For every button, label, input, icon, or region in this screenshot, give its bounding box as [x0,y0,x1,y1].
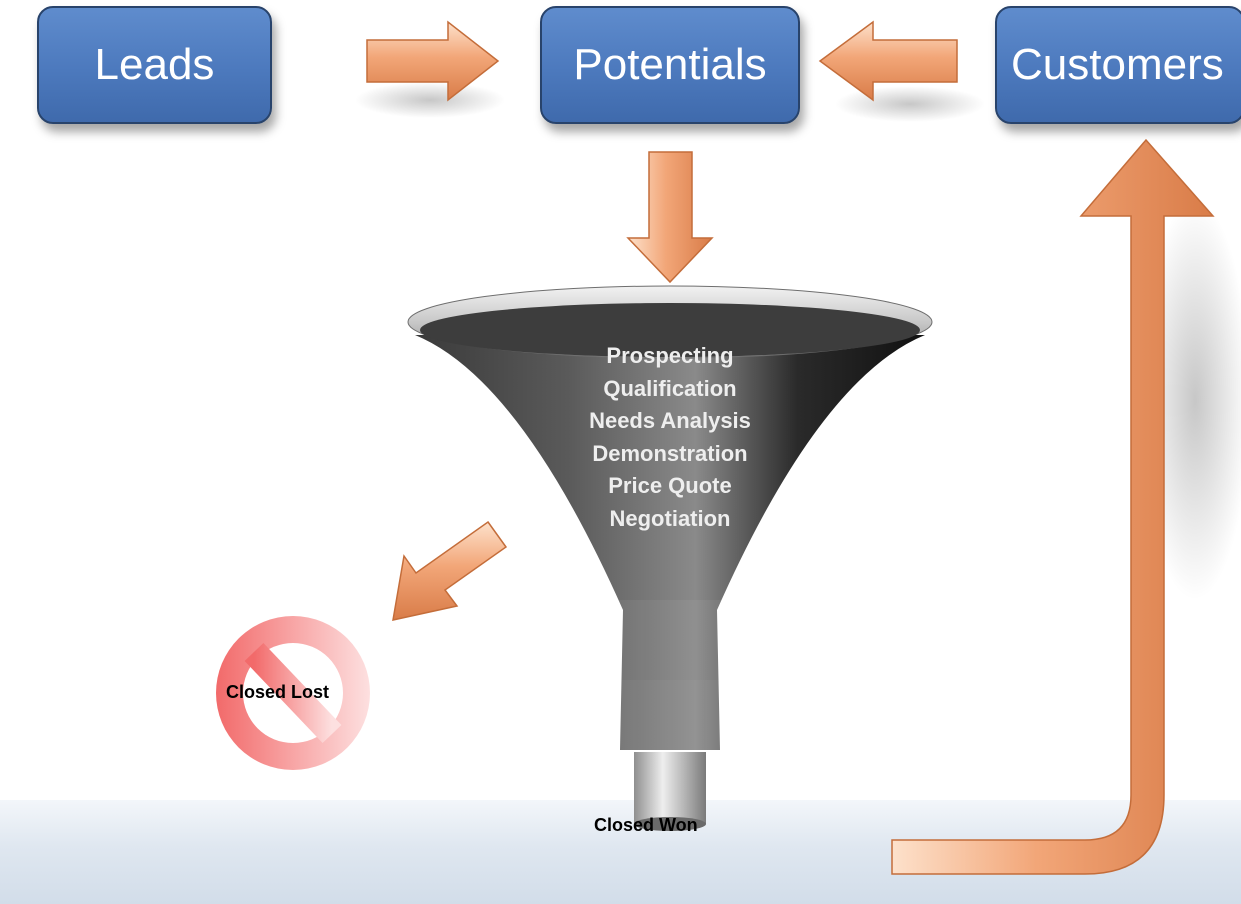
arrow-customers-to-potentials [818,20,958,102]
closed-won-label: Closed Won [594,815,698,835]
shadow [355,82,505,118]
funnel-stage: Qualification [603,375,737,401]
funnel-stage: Negotiation [609,505,731,531]
funnel-stage: Demonstration [592,440,748,466]
closed-lost-icon [216,616,370,770]
arrow-potentials-to-funnel [626,151,714,284]
arrow-funnel-to-closed-lost [392,520,508,621]
arrow-closed-won-to-customers [891,138,1215,875]
closed-lost-label: Closed Lost [226,682,330,702]
customers-box: Customers [995,6,1241,124]
potentials-box: Potentials [540,6,800,124]
customers-label: Customers [1011,40,1224,89]
leads-box: Leads [37,6,272,124]
funnel-stage: Price Quote [608,473,732,498]
funnel-stage-list: Prospecting Qualification Needs Analysis… [530,340,810,535]
funnel-stage: Prospecting [606,343,734,368]
shadow [1140,200,1241,600]
sales-funnel [407,285,933,831]
leads-label: Leads [94,40,215,89]
shadow [835,86,985,122]
funnel-stage: Needs Analysis [589,408,751,433]
arrow-leads-to-potentials [366,20,500,102]
potentials-label: Potentials [573,40,767,89]
